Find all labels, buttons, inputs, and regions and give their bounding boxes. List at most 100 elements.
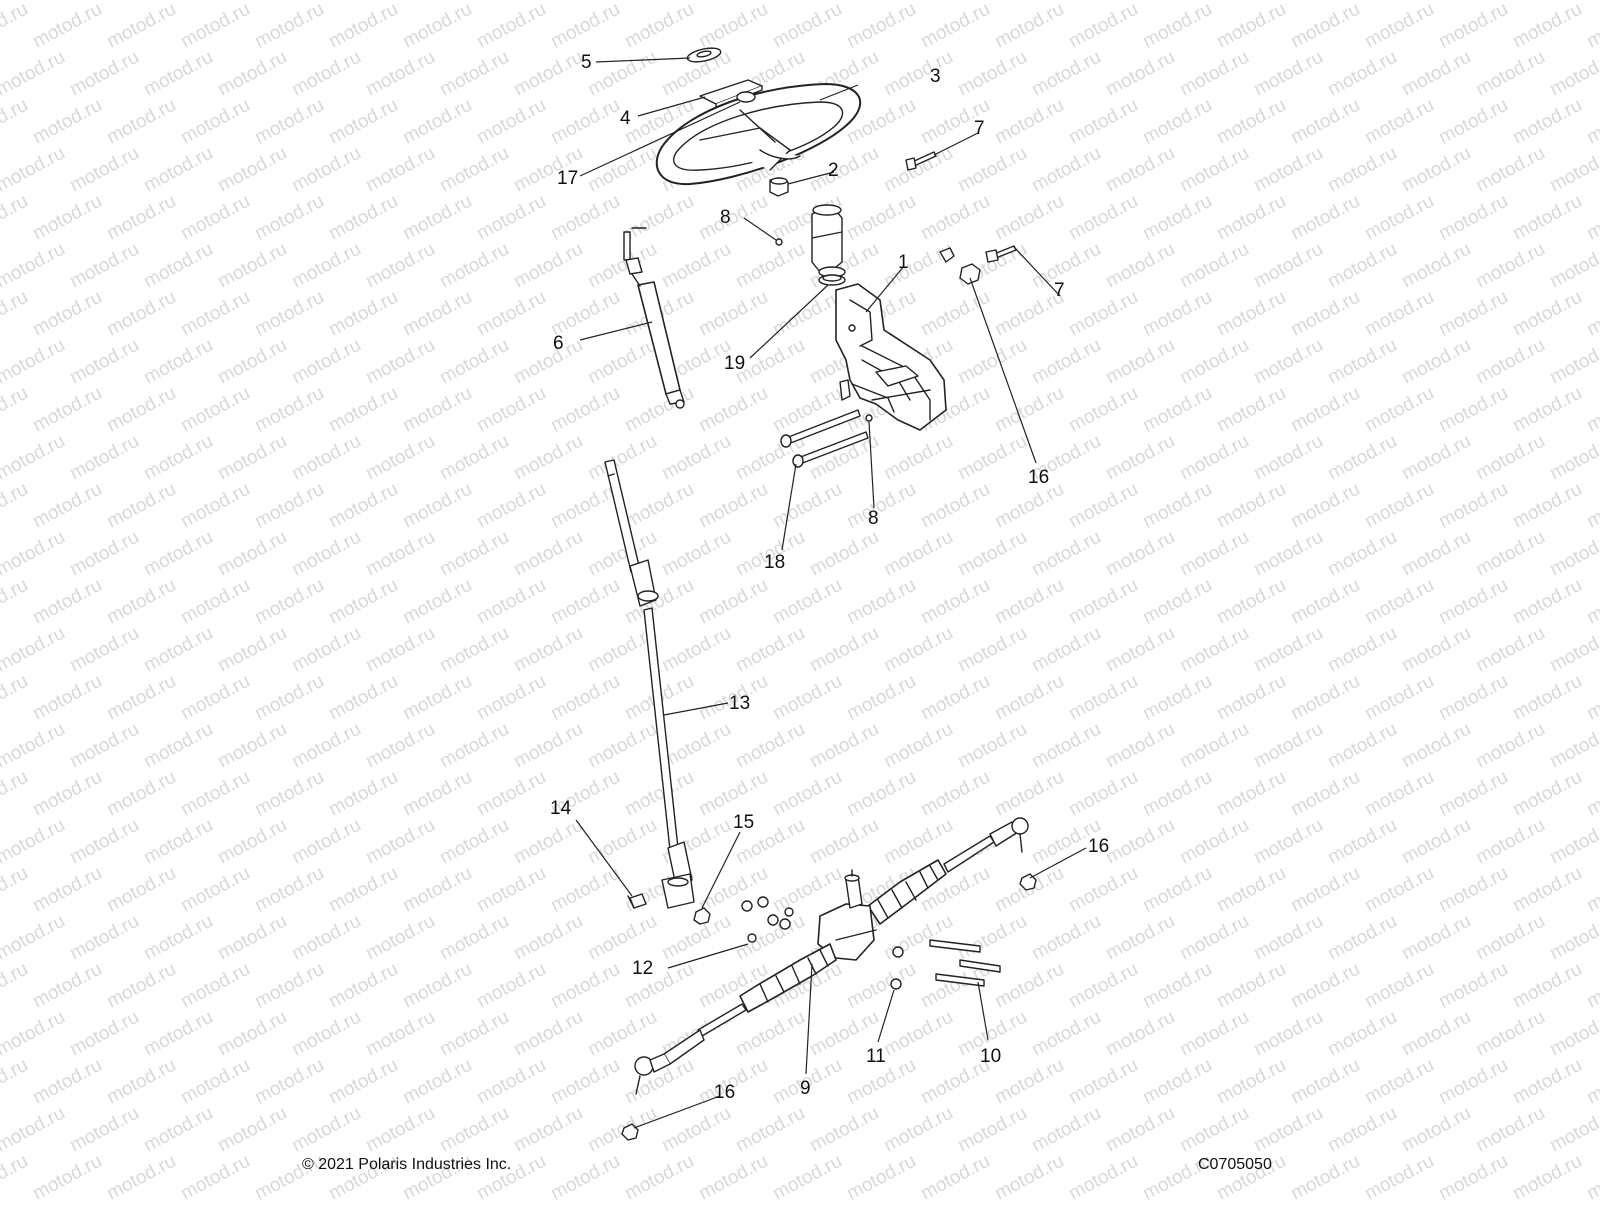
watermark-text: motod.ru [399,575,475,629]
watermark-text: motod.ru [658,0,734,4]
watermark-text: motod.ru [325,1055,401,1109]
watermark-text: motod.ru [29,1151,105,1200]
watermark-text: motod.ru [103,383,179,437]
watermark-text: motod.ru [1176,815,1252,869]
watermark-text: motod.ru [1213,191,1289,245]
watermark-text: motod.ru [1065,287,1141,341]
watermark-text: motod.ru [436,0,512,4]
watermark-text: motod.ru [806,719,882,773]
watermark-text: motod.ru [1102,47,1178,101]
watermark-text: motod.ru [1102,143,1178,197]
watermark-text: motod.ru [1583,191,1600,245]
watermark-text: motod.ru [362,239,438,293]
watermark-text: motod.ru [1028,527,1104,581]
watermark-text: motod.ru [177,191,253,245]
watermark-text: motod.ru [29,479,105,533]
watermark-text: motod.ru [1398,47,1474,101]
watermark-text: motod.ru [732,1103,808,1157]
watermark-text: motod.ru [177,767,253,821]
watermark-text: motod.ru [1361,0,1437,52]
part-18-bolts [780,409,869,468]
watermark-text: motod.ru [1065,671,1141,725]
watermark-text: motod.ru [621,0,697,52]
watermark-text: motod.ru [1213,863,1289,917]
watermark-text: motod.ru [695,1151,771,1200]
watermark-text: motod.ru [621,191,697,245]
watermark-text: motod.ru [1398,911,1474,965]
watermark-text: motod.ru [1324,527,1400,581]
watermark-text: motod.ru [0,1007,69,1061]
watermark-text: motod.ru [473,767,549,821]
watermark-text: motod.ru [621,383,697,437]
watermark-text: motod.ru [547,575,623,629]
watermark-text: motod.ru [732,719,808,773]
callout-7-right: 7 [1054,280,1065,301]
watermark-text: motod.ru [0,431,69,485]
watermark-text: motod.ru [510,431,586,485]
watermark-text: motod.ru [140,143,216,197]
watermark-text: motod.ru [1361,287,1437,341]
watermark-text: motod.ru [1102,623,1178,677]
watermark-text: motod.ru [177,287,253,341]
watermark-text: motod.ru [621,1151,697,1200]
watermark-text: motod.ru [0,575,32,629]
watermark-text: motod.ru [1509,95,1585,149]
watermark-text: motod.ru [251,383,327,437]
watermark-text: motod.ru [214,239,290,293]
watermark-text: motod.ru [954,47,1030,101]
watermark-text: motod.ru [954,0,1030,4]
part-14-bolt [627,893,647,909]
watermark-text: motod.ru [29,0,105,52]
watermark-text: motod.ru [1361,671,1437,725]
watermark-text: motod.ru [1361,95,1437,149]
watermark-text: motod.ru [1102,1103,1178,1157]
watermark-text: motod.ru [510,335,586,389]
watermark-text: motod.ru [1287,767,1363,821]
watermark-text: motod.ru [1139,959,1215,1013]
watermark-text: motod.ru [1102,0,1178,4]
watermark-text: motod.ru [769,767,845,821]
watermark-text: motod.ru [584,719,660,773]
watermark-text: motod.ru [769,0,845,52]
watermark-text: motod.ru [140,0,216,4]
watermark-text: motod.ru [1583,575,1600,629]
watermark-text: motod.ru [288,143,364,197]
watermark-text: motod.ru [1435,575,1511,629]
watermark-text: motod.ru [510,239,586,293]
watermark-text: motod.ru [732,239,808,293]
callout-8-lower: 8 [868,508,879,529]
watermark-text: motod.ru [1250,0,1326,4]
watermark-text: motod.ru [1102,911,1178,965]
watermark-text: motod.ru [473,383,549,437]
part-1-bracket [835,283,947,431]
watermark-text: motod.ru [0,287,32,341]
watermark-text: motod.ru [140,1103,216,1157]
watermark-text: motod.ru [695,383,771,437]
watermark-text: motod.ru [1398,623,1474,677]
watermark-text: motod.ru [1361,479,1437,533]
watermark-text: motod.ru [362,527,438,581]
watermark-text: motod.ru [436,719,512,773]
callout-12: 12 [632,958,653,979]
part-11-nuts [890,946,904,990]
watermark-text: motod.ru [1472,1007,1548,1061]
watermark-text: motod.ru [1324,335,1400,389]
part-16-nut-right [939,247,981,285]
watermark-text: motod.ru [510,1007,586,1061]
watermark-text: motod.ru [880,623,956,677]
watermark-text: motod.ru [880,1007,956,1061]
watermark-text: motod.ru [1139,95,1215,149]
watermark-text: motod.ru [66,911,142,965]
watermark-text: motod.ru [0,815,69,869]
watermark-text: motod.ru [1287,0,1363,52]
watermark-text: motod.ru [1509,191,1585,245]
watermark-text: motod.ru [880,911,956,965]
watermark-text: motod.ru [140,623,216,677]
watermark-text: motod.ru [658,623,734,677]
watermark-text: motod.ru [1509,671,1585,725]
watermark-text: motod.ru [325,95,401,149]
watermark-text: motod.ru [1509,383,1585,437]
watermark-text: motod.ru [288,47,364,101]
watermark-text: motod.ru [399,287,475,341]
watermark-text: motod.ru [880,815,956,869]
